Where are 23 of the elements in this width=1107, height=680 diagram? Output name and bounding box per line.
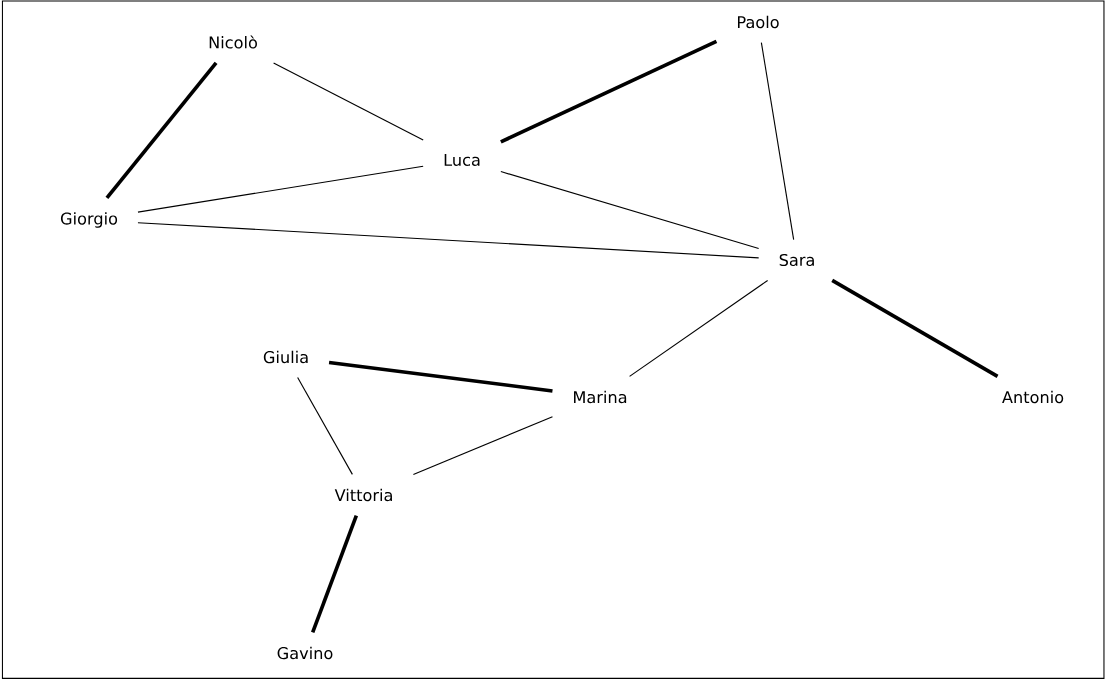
name-label: Vittoria xyxy=(334,488,392,502)
name-label: Giulia xyxy=(263,350,308,364)
name-label: Paolo xyxy=(738,15,779,29)
name-label: Marina xyxy=(574,390,627,404)
connecting-line xyxy=(311,514,359,634)
name-label: Nicolò xyxy=(209,35,257,49)
connecting-line xyxy=(105,61,218,199)
connecting-line xyxy=(297,377,353,475)
name-label: Sara xyxy=(779,253,814,267)
name-label: Luca xyxy=(444,154,480,166)
name-label: Gavino xyxy=(277,646,333,660)
connecting-line xyxy=(412,416,554,476)
connecting-line xyxy=(137,165,424,213)
name-label: Antonio xyxy=(1002,390,1064,404)
connecting-line xyxy=(273,62,424,141)
connecting-line xyxy=(629,279,769,377)
connecting-line xyxy=(760,42,795,241)
connecting-line xyxy=(328,360,553,393)
connecting-line xyxy=(500,39,718,144)
connecting-line xyxy=(831,278,999,378)
connecting-line xyxy=(137,222,760,259)
name-label: Giorgio xyxy=(60,212,118,228)
connecting-line xyxy=(500,171,760,250)
